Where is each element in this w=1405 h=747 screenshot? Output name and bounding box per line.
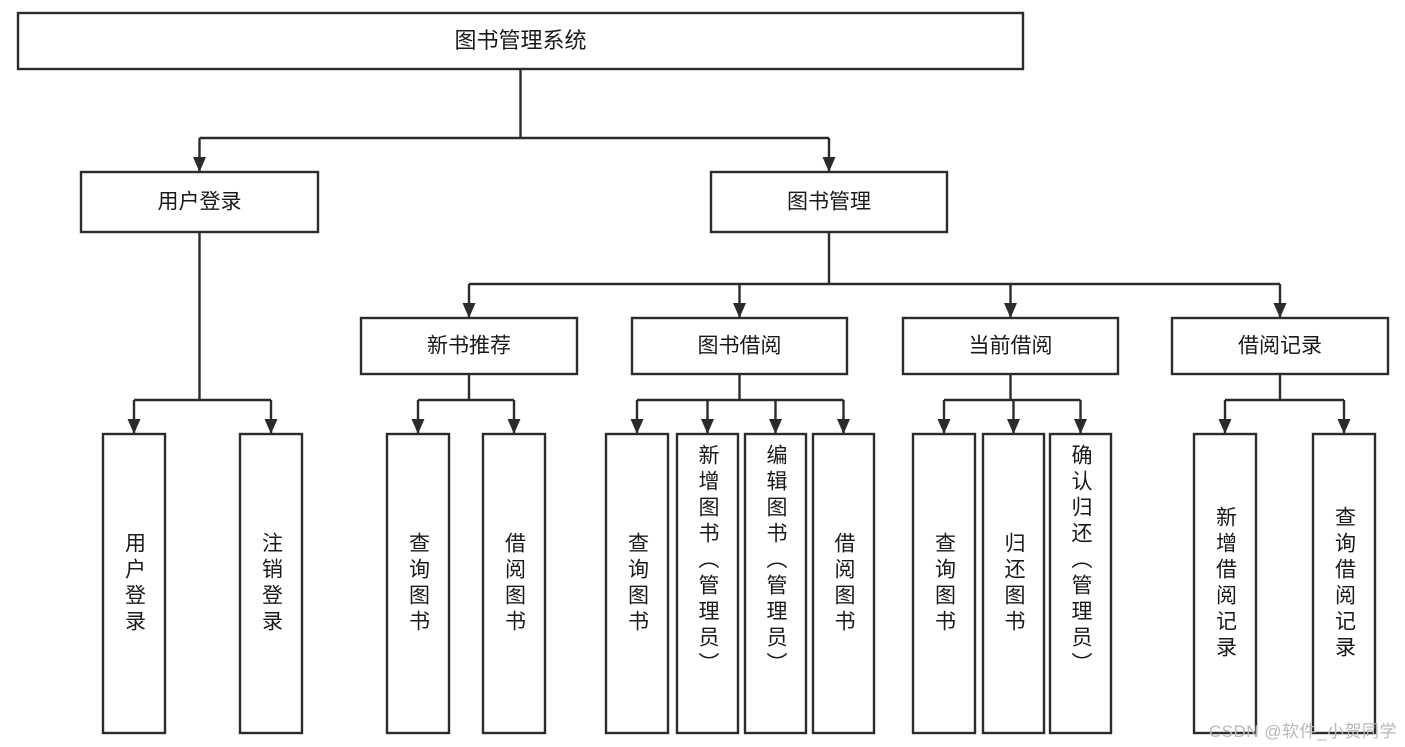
edge-group-new-book-recommend [411,374,521,434]
node-leaf-return-book[interactable] [981,432,1046,735]
node-leaf-logout[interactable] [238,432,304,735]
node-leaf-add-book[interactable] [675,432,740,735]
node-leaf-query-record[interactable] [1311,432,1377,735]
edge-group-book-borrow [630,374,850,434]
node-label-new-book-recommend: 新书推荐 [427,335,511,358]
node-leaf-confirm-return[interactable] [1048,432,1113,735]
arrow-head-icon [1007,419,1020,434]
node-box-leaf-query-book-1 [385,432,451,735]
edge-group-current-borrow [937,374,1087,434]
node-box-leaf-add-record [1192,432,1258,735]
node-leaf-user-login[interactable] [101,432,167,735]
arrow-head-icon [630,419,644,434]
node-leaf-borrow-book-1[interactable] [481,432,547,735]
node-leaf-query-book-2[interactable] [604,432,670,735]
arrow-head-icon [701,419,714,434]
watermark-text: CSDN @软件_小贺同学 [1208,722,1397,741]
arrow-head-icon [462,303,476,318]
arrow-head-icon [411,419,425,434]
node-box-leaf-borrow-book-2 [811,432,876,735]
arrow-head-icon [1218,419,1232,434]
arrow-head-icon [822,157,836,172]
node-book-manage[interactable]: 图书管理 [709,170,949,234]
arrow-head-icon [837,419,850,434]
node-label-root: 图书管理系统 [454,28,586,53]
node-user-login[interactable]: 用户登录 [79,170,320,234]
node-leaf-borrow-book-2[interactable] [811,432,876,735]
node-box-current-borrow [901,316,1120,376]
node-root[interactable]: 图书管理系统 [16,11,1025,71]
node-box-book-borrow [630,316,849,376]
node-leaf-query-book-3[interactable] [911,432,977,735]
node-label-book-borrow: 图书借阅 [698,335,782,358]
edge-group-user-login [127,232,278,434]
node-box-book-manage [709,170,949,234]
node-borrow-record[interactable]: 借阅记录 [1170,316,1390,376]
arrow-head-icon [127,419,141,434]
node-current-borrow[interactable]: 当前借阅 [901,316,1120,376]
node-book-borrow[interactable]: 图书借阅 [630,316,849,376]
node-box-leaf-edit-book [743,432,808,735]
arrow-head-icon [1004,303,1017,318]
node-box-user-login [79,170,320,234]
arrow-head-icon [1337,419,1351,434]
node-box-leaf-query-book-3 [911,432,977,735]
node-box-leaf-logout [238,432,304,735]
node-leaf-query-book-1[interactable] [385,432,451,735]
node-label-user-login: 用户登录 [158,191,242,214]
arrow-head-icon [193,157,206,172]
node-label-book-manage: 图书管理 [787,191,871,214]
arrow-head-icon [937,419,951,434]
node-new-book-recommend[interactable]: 新书推荐 [359,316,579,376]
edge-group-borrow-record [1218,374,1351,434]
edge-group-book-manage [462,232,1287,318]
node-label-current-borrow: 当前借阅 [969,335,1053,358]
node-box-borrow-record [1170,316,1390,376]
node-box-leaf-borrow-book-1 [481,432,547,735]
arrow-head-icon [733,303,746,318]
arrow-head-icon [769,419,782,434]
arrow-head-icon [1074,419,1087,434]
edge-group-root [193,69,836,172]
node-leaf-edit-book[interactable] [743,432,808,735]
node-box-root [16,11,1025,71]
arrow-head-icon [507,419,521,434]
node-box-leaf-return-book [981,432,1046,735]
node-label-borrow-record: 借阅记录 [1238,335,1322,358]
node-box-leaf-add-book [675,432,740,735]
node-leaf-add-record[interactable] [1192,432,1258,735]
node-box-leaf-user-login [101,432,167,735]
node-box-leaf-confirm-return [1048,432,1113,735]
connector-layer [127,69,1351,434]
node-box-new-book-recommend [359,316,579,376]
arrow-head-icon [264,419,278,434]
node-box-leaf-query-record [1311,432,1377,735]
node-box-leaf-query-book-2 [604,432,670,735]
arrow-head-icon [1273,303,1287,318]
